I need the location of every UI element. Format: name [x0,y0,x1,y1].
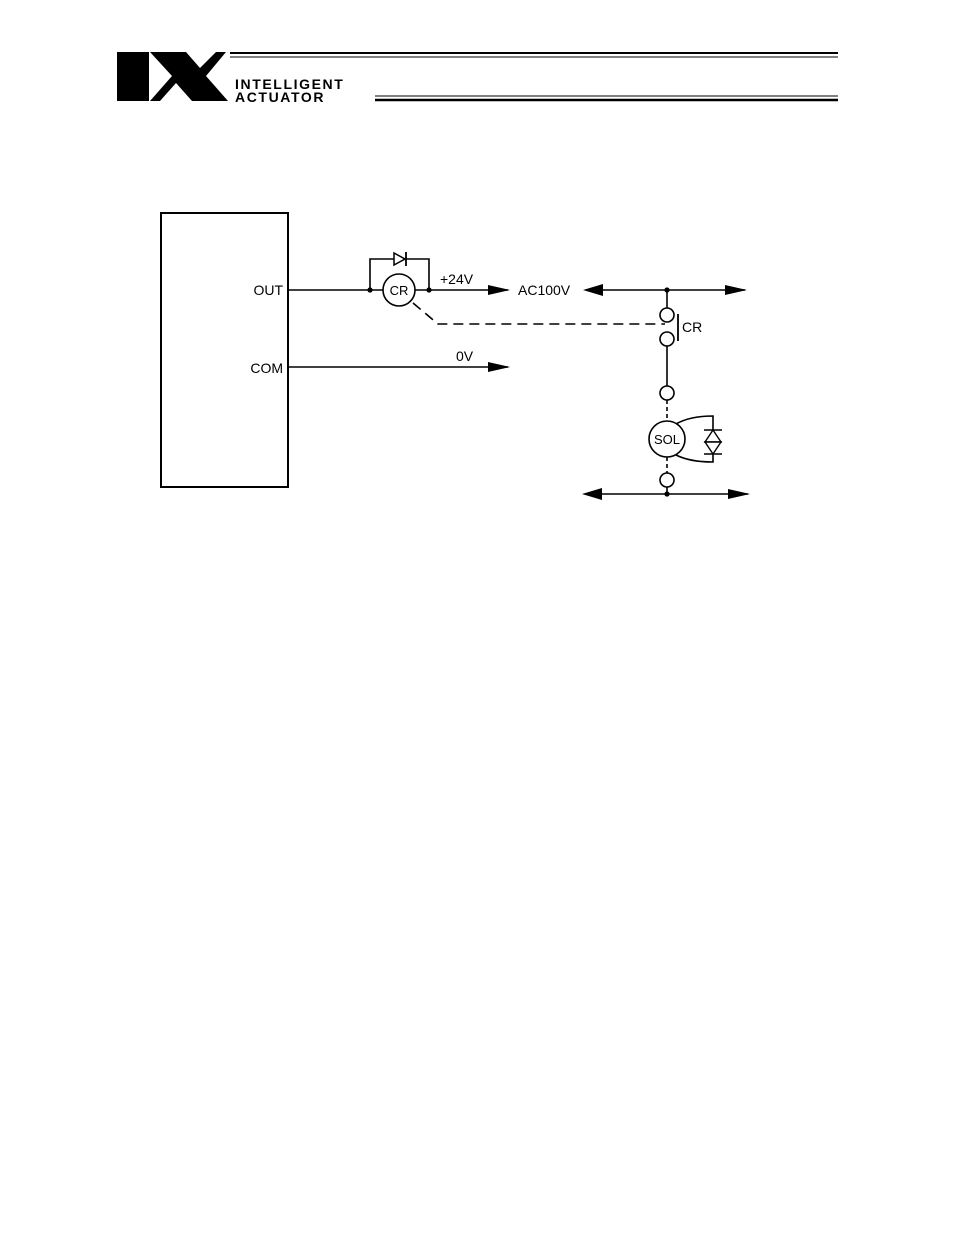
controller-box [161,213,288,487]
zener-diode-pair-icon [704,430,722,454]
ac-bus-arrow-left [583,284,603,296]
junction-dot-2 [426,287,431,292]
contact-terminal-1 [660,308,674,322]
relay-contact-label: CR [682,319,702,335]
terminal-out-label: OUT [253,282,283,298]
terminal-com-label: COM [250,360,283,376]
solenoid-terminal-bottom [660,473,674,487]
relay-coil-label: CR [390,283,409,298]
supply-24v-label: +24V [440,271,474,287]
contact-terminal-2 [660,332,674,346]
solenoid-terminal-top [660,386,674,400]
relay-linkage-dashed [413,303,665,324]
bottom-bus-arrow-left [582,488,602,500]
bottom-bus-junction [664,491,669,496]
supply-0v-label: 0V [456,348,474,364]
solenoid-label: SOL [654,432,680,447]
flyback-diode-icon [394,252,406,266]
ac-supply-label: AC100V [518,282,571,298]
